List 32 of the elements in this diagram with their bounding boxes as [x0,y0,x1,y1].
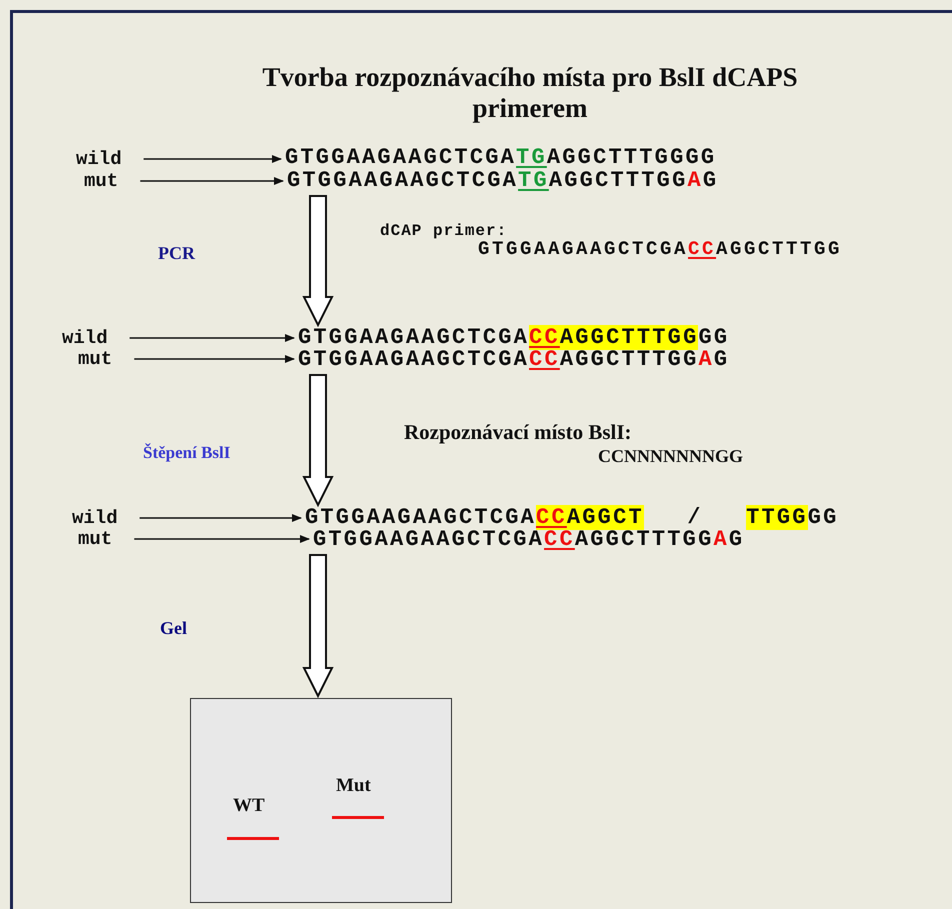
arrow [134,355,295,363]
arrow [134,535,310,543]
block-arrow [302,554,334,698]
row-label: wild [76,148,122,170]
lane-label: Mut [336,775,371,797]
step-label: PCR [158,243,195,264]
row-label: mut [78,348,112,370]
arrow [140,177,284,185]
dna-sequence: GTGGAAGAAGCTCGACCAGGCTTTGGAG [298,349,730,371]
title: Tvorba rozpoznávacího místa pro BslI dCAPS primerem [261,62,799,124]
row-label: wild [72,507,118,529]
site-sequence: CCNNNNNNNGG [598,446,743,467]
row-label: wild [62,327,108,349]
arrow [130,334,295,342]
dna-sequence: GTGGAAGAAGCTCGATGAGGCTTTGGAG [287,170,718,192]
dna-sequence: GTGGAAGAAGCTCGACCAGGCT / TTGGGG [305,507,839,529]
step-label: Gel [160,618,187,639]
arrow [144,155,282,163]
block-arrow [302,374,334,508]
dna-sequence: GTGGAAGAAGCTCGACCAGGCTTTGGAG [313,529,744,551]
primer-sequence: GTGGAAGAAGCTCGACCAGGCTTTGG [478,238,842,260]
primer-label: dCAP primer: [380,222,508,240]
arrow [140,514,302,522]
gel-box [190,698,452,903]
lane-label: WT [233,795,265,817]
step-label: Štěpení BslI [143,443,230,463]
row-label: mut [78,528,112,550]
block-arrow [302,195,334,328]
dna-sequence: GTGGAAGAAGCTCGATGAGGCTTTGGGG [285,147,716,169]
row-label: mut [84,170,118,192]
site-heading: Rozpoznávací místo BslI: [404,420,632,445]
dna-sequence: GTGGAAGAAGCTCGACCAGGCTTTGGGG [298,327,730,349]
